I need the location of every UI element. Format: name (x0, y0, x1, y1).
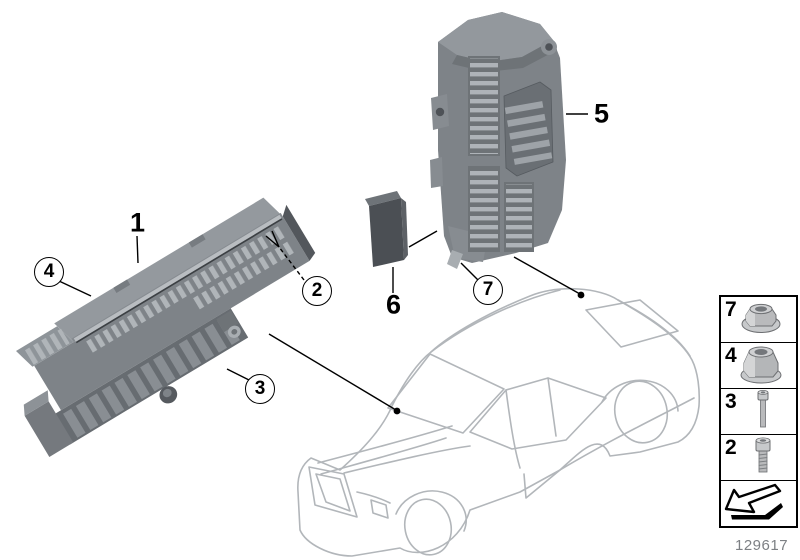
callout-1[interactable]: 1 (129, 207, 145, 238)
legend-row-7-label: 7 (725, 298, 737, 321)
callout-2[interactable]: 2 (302, 276, 332, 306)
front-power-distribution-box (15, 197, 316, 457)
legend-row-3-label: 3 (725, 390, 737, 413)
car-outline (297, 287, 701, 557)
location-dot-rear (577, 291, 585, 299)
lock-nut-icon (740, 346, 782, 384)
relay-module (365, 191, 408, 267)
location-dot-front (393, 407, 401, 415)
legend-row-4-label: 4 (725, 344, 737, 367)
legend-row-3[interactable]: 3 (721, 389, 796, 435)
drawing-number: 129617 (735, 537, 789, 554)
leader-lines (58, 113, 588, 415)
callout-5[interactable]: 5 (593, 98, 609, 129)
short-socket-screw-icon (755, 437, 771, 473)
callout-6[interactable]: 6 (385, 289, 401, 320)
fastener-legend: 7 4 3 (719, 295, 798, 528)
legend-row-2-label: 2 (725, 436, 737, 459)
rear-power-distribution-box (430, 12, 566, 269)
legend-row-direction (721, 481, 796, 526)
callout-3[interactable]: 3 (245, 374, 275, 404)
legend-row-4[interactable]: 4 (721, 343, 796, 389)
direction-arrow-icon (724, 483, 783, 520)
legend-row-2[interactable]: 2 (721, 435, 796, 481)
long-socket-screw-icon (757, 390, 769, 428)
callout-4[interactable]: 4 (34, 257, 64, 287)
flange-nut-icon (741, 303, 781, 333)
legend-row-7[interactable]: 7 (721, 297, 796, 343)
callout-7[interactable]: 7 (473, 275, 503, 305)
